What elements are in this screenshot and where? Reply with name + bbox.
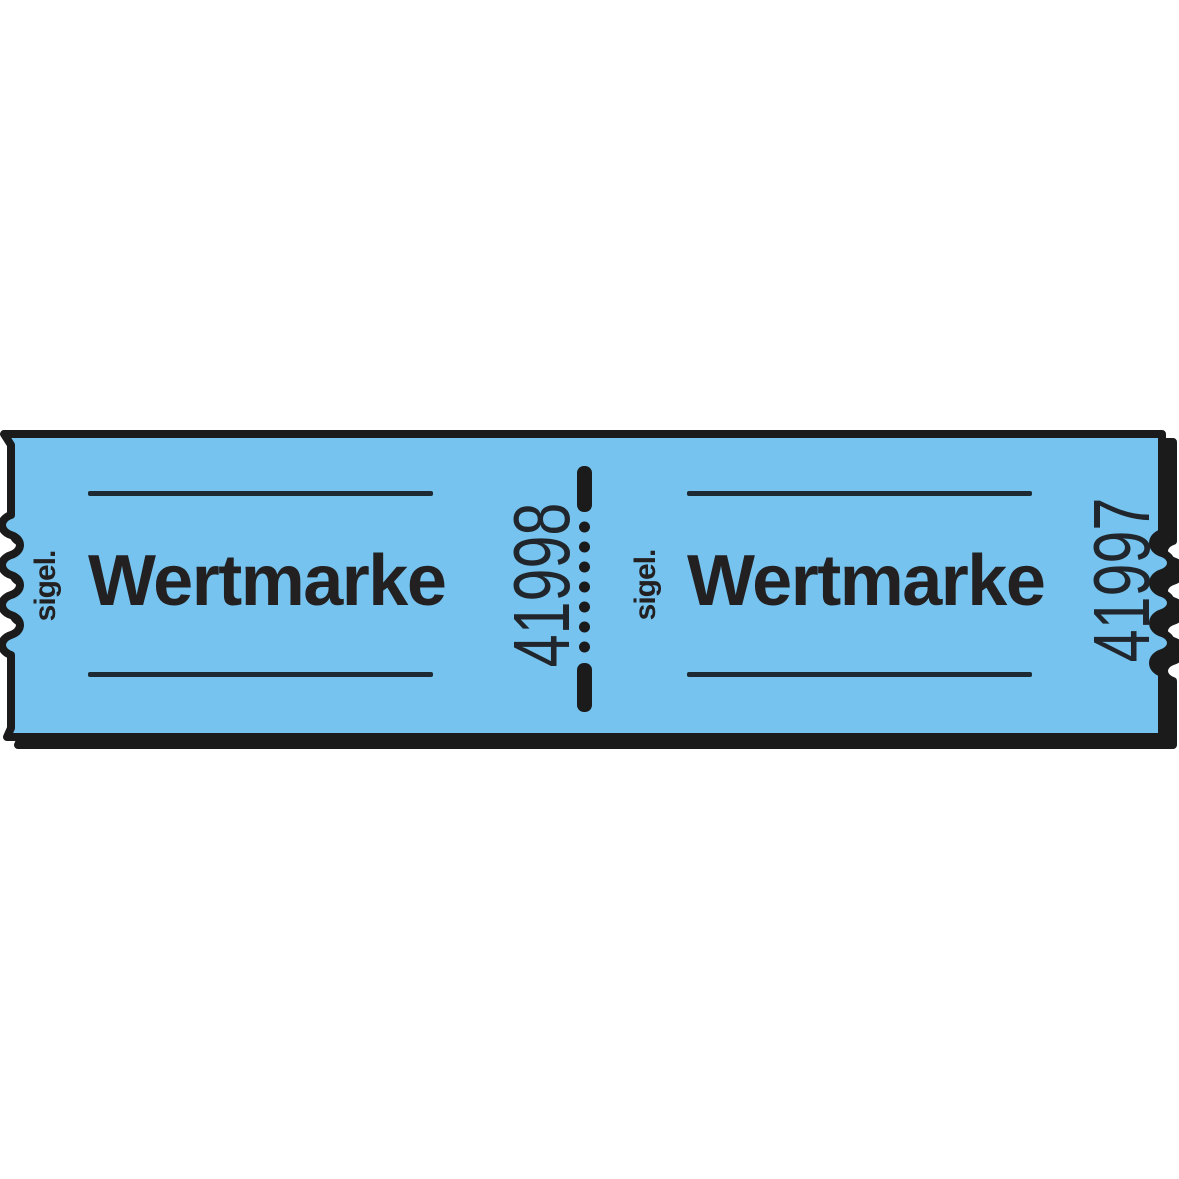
ticket-title: Wertmarke [687, 541, 1046, 621]
perforation-dot [579, 621, 590, 633]
sigel-logo: sigel. [29, 550, 62, 622]
perforation-dot [579, 561, 590, 573]
ticket-title: Wertmarke [88, 541, 447, 621]
perforation-dash-bottom [577, 663, 592, 712]
writing-rule-top [687, 491, 1032, 496]
perforation-dot [579, 601, 590, 613]
perforation-dot [579, 541, 590, 553]
perforation-line [577, 466, 592, 712]
writing-rule-bottom [88, 672, 433, 677]
serial-number: 41997 [1077, 497, 1166, 663]
writing-rule-bottom [687, 672, 1032, 677]
sigel-logo: sigel. [629, 549, 662, 621]
perforation-dot [579, 641, 590, 653]
perforation-dot [579, 521, 590, 533]
serial-number: 41998 [497, 502, 586, 668]
perforation-dot [579, 581, 590, 593]
writing-rule-top [88, 491, 433, 496]
perforation-dash-top [577, 466, 592, 512]
